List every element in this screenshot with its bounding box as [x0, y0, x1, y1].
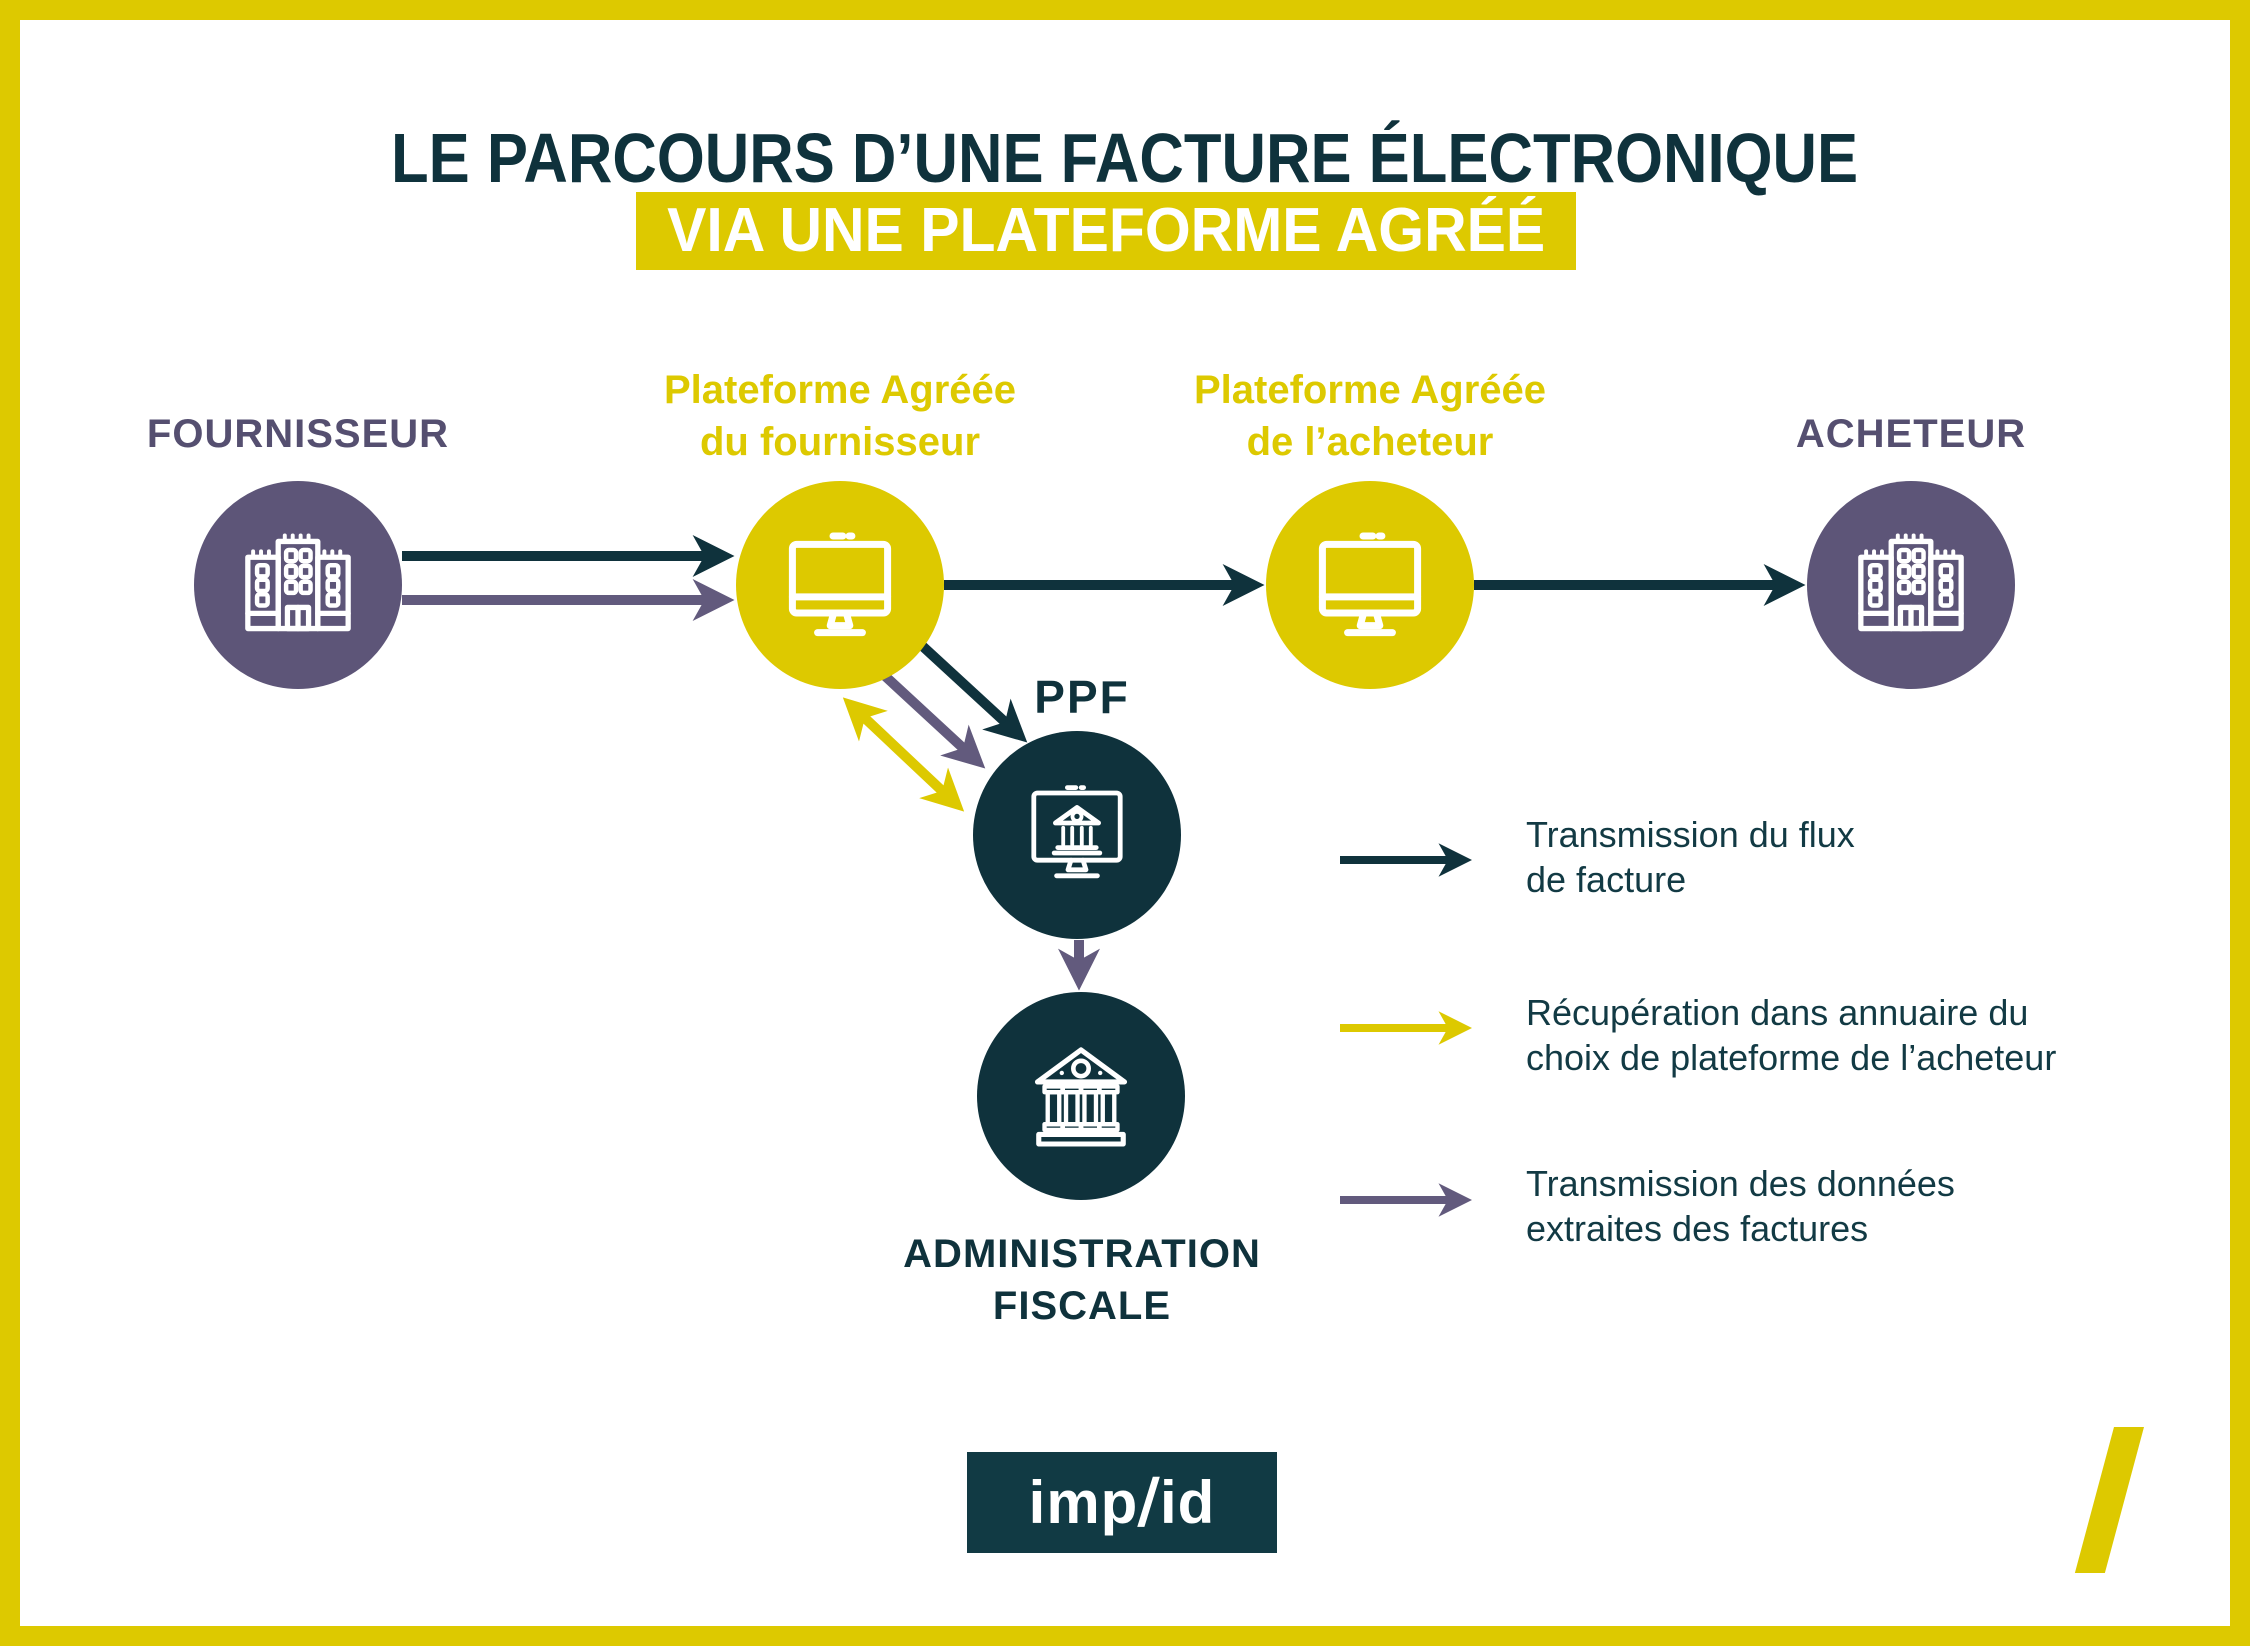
administration-label-line1: ADMINISTRATION	[903, 1232, 1261, 1276]
legend-donnees-line1: Transmission des données	[1526, 1163, 1955, 1204]
computer-icon	[788, 532, 892, 637]
ppf-label: PPF	[1034, 671, 1130, 724]
fournisseur-label: FOURNISSEUR	[146, 412, 450, 456]
arrow-pa-to-ppf-flux	[901, 626, 1028, 743]
administration-fiscale-label: ADMINISTRATION FISCALE	[903, 1228, 1261, 1332]
ppf-node	[973, 731, 1181, 939]
pa-fournisseur-label-line1: Plateforme Agréée	[664, 368, 1016, 412]
bank-icon	[1034, 1047, 1128, 1147]
acheteur-label: ACHETEUR	[1795, 412, 2027, 456]
administration-fiscale-node	[977, 992, 1185, 1200]
arrow-pa-ppf-annuaire-bidirectional	[842, 697, 965, 812]
pa-fournisseur-label-line2: du fournisseur	[699, 420, 981, 464]
legend-flux-line1: Transmission du flux	[1526, 814, 1855, 855]
building-icon	[1858, 533, 1964, 632]
acheteur-node	[1807, 481, 2015, 689]
page-subtitle-highlight: VIA UNE PLATEFORME AGRÉÉ	[636, 192, 1576, 270]
pa-acheteur-node	[1266, 481, 1474, 689]
computer-icon	[1318, 532, 1422, 637]
administration-label-line2: FISCALE	[992, 1284, 1172, 1328]
legend-flux-line2: de facture	[1526, 859, 1687, 900]
legend-annuaire-line2: choix de plateforme de l’acheteur	[1526, 1037, 2057, 1078]
pa-acheteur-label-line1: Plateforme Agréée	[1194, 368, 1546, 412]
page-title-text: LE PARCOURS D’UNE FACTURE ÉLECTRONIQUE	[391, 119, 1859, 197]
page-title: LE PARCOURS D’UNE FACTURE ÉLECTRONIQUE	[0, 123, 2250, 193]
legend-item-donnees: Transmission des données extraites des f…	[1526, 1161, 1955, 1251]
computer-bank-icon	[1031, 785, 1123, 879]
implid-logo-slash: /	[1135, 1464, 1164, 1540]
legend-item-flux: Transmission du flux de facture	[1526, 812, 1855, 902]
pa-acheteur-label-line2: de l’acheteur	[1246, 420, 1494, 464]
legend-item-annuaire: Récupération dans annuaire du choix de p…	[1526, 990, 2056, 1080]
pa-fournisseur-label: Plateforme Agréée du fournisseur	[664, 364, 1016, 468]
legend-annuaire-line1: Récupération dans annuaire du	[1526, 992, 2029, 1033]
fournisseur-node	[194, 481, 402, 689]
implid-logo-text-pre: imp	[1028, 1468, 1139, 1536]
legend-donnees-line2: extraites des factures	[1526, 1208, 1869, 1249]
implid-logo-text-post: id	[1160, 1468, 1216, 1536]
pa-acheteur-label: Plateforme Agréée de l’acheteur	[1194, 364, 1546, 468]
page-subtitle-text: VIA UNE PLATEFORME AGRÉÉ	[666, 196, 1546, 265]
pa-fournisseur-node	[736, 481, 944, 689]
implid-logo: imp/id	[967, 1452, 1277, 1553]
building-icon	[245, 533, 351, 632]
